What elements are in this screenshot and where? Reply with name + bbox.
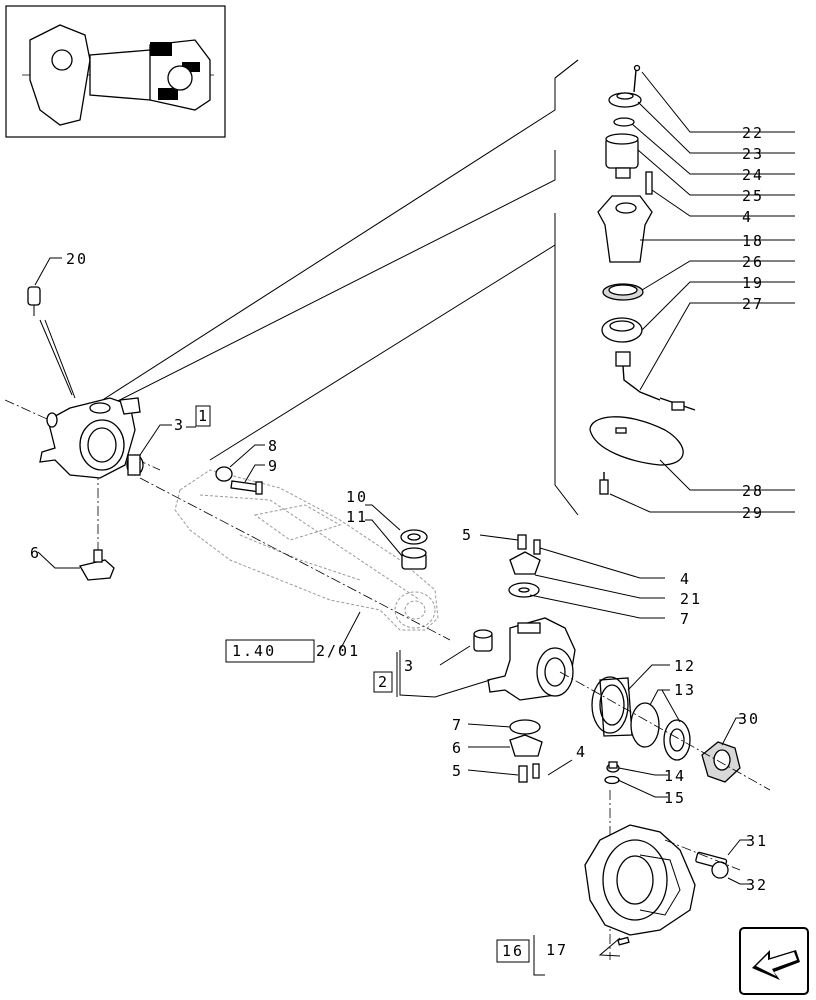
washer-pair <box>604 761 668 798</box>
callout-17: 17 <box>546 941 568 959</box>
steering-knuckle-left <box>4 286 161 581</box>
callout-3-left: 3 <box>174 416 185 434</box>
callout-4-bottom: 4 <box>576 743 587 761</box>
callout-7-bottom: 7 <box>452 716 463 734</box>
ref-box-1[interactable]: 1 <box>186 405 211 428</box>
ref-box-2[interactable]: 2 <box>373 652 398 697</box>
callout-32: 32 <box>746 876 768 894</box>
callout-25: 25 <box>742 187 764 205</box>
callout-6-bottom: 6 <box>452 739 463 757</box>
callout-labels: 22 23 24 25 4 18 26 19 27 28 29 20 3 8 9… <box>30 124 768 959</box>
steering-knuckle-right <box>473 534 576 783</box>
callout-31: 31 <box>746 832 768 850</box>
ref-box-main-label: 1.40 <box>232 642 276 660</box>
pivot-washers <box>365 504 428 570</box>
ref-box-2-label: 2 <box>378 673 389 691</box>
callout-24: 24 <box>742 166 764 184</box>
callout-leaders-right <box>609 71 795 513</box>
callout-5-bottom: 5 <box>452 762 463 780</box>
callout-20: 20 <box>66 250 88 268</box>
callout-7-top: 7 <box>680 610 691 628</box>
callout-21: 21 <box>680 590 702 608</box>
callout-30: 30 <box>738 710 760 728</box>
callout-27: 27 <box>742 295 764 313</box>
callout-3-right: 3 <box>404 657 415 675</box>
callout-28: 28 <box>742 482 764 500</box>
axle-beam-ghost <box>139 469 451 641</box>
axle-overview-thumbnail[interactable] <box>5 5 226 138</box>
callout-19: 19 <box>742 274 764 292</box>
callout-12: 12 <box>674 657 696 675</box>
callout-15: 15 <box>664 789 686 807</box>
callout-22: 22 <box>742 124 764 142</box>
callout-13: 13 <box>674 681 696 699</box>
axle-pin-bolt <box>215 444 265 495</box>
callout-8: 8 <box>268 437 279 455</box>
callout-6-left: 6 <box>30 544 41 562</box>
callout-5-top: 5 <box>462 526 473 544</box>
ref-box-16-label: 16 <box>502 942 524 960</box>
ref-box-sub-label: 2/01 <box>316 642 360 660</box>
callout-4-top: 4 <box>742 208 753 226</box>
callout-4-mid: 4 <box>680 570 691 588</box>
callout-26: 26 <box>742 253 764 271</box>
callout-14: 14 <box>664 767 686 785</box>
hub-bearings <box>559 664 771 791</box>
callout-leaders-left <box>34 257 172 569</box>
callout-11: 11 <box>346 508 368 526</box>
ref-box-16[interactable]: 16 <box>496 935 545 976</box>
callout-leaders-center <box>399 534 665 776</box>
ref-box-main[interactable]: 1.40 2/01 <box>225 611 361 663</box>
previous-page-arrow-icon[interactable] <box>739 927 809 995</box>
callout-9: 9 <box>268 457 279 475</box>
callout-18: 18 <box>742 232 764 250</box>
callout-10: 10 <box>346 488 368 506</box>
final-drive-housing <box>584 790 752 960</box>
upper-pin-assembly <box>589 64 696 495</box>
callout-23: 23 <box>742 145 764 163</box>
ref-box-1-label: 1 <box>198 407 209 425</box>
callout-29: 29 <box>742 504 764 522</box>
leader-lines <box>89 59 579 516</box>
